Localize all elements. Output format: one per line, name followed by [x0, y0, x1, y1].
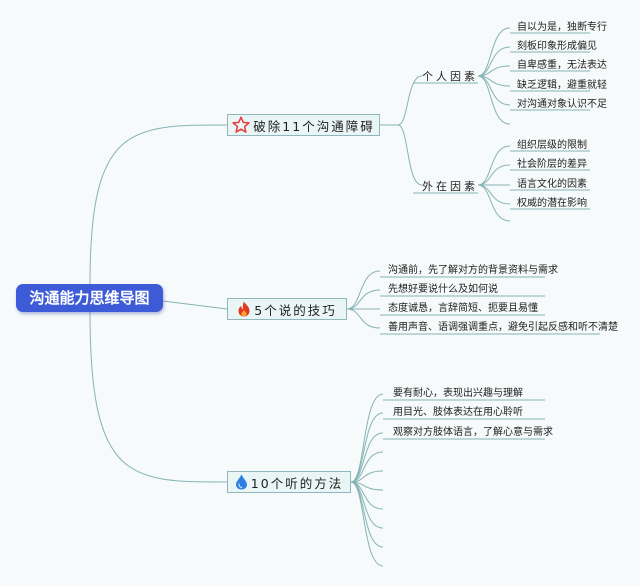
link-leaf — [477, 75, 511, 125]
link-leaf — [346, 308, 381, 329]
leaf-item[interactable]: 权威的潜在影响 — [517, 198, 587, 209]
link-leaf — [477, 184, 511, 222]
leaf-item[interactable]: 刻板印象形成偏见 — [517, 41, 597, 52]
leaf-item[interactable]: 对沟通对象认识不足 — [517, 99, 607, 110]
leaf-item[interactable]: 善用声音、语调强调重点，避免引起反感和听不清楚 — [388, 322, 618, 333]
branch-label: 破除11个沟通障碍 — [253, 118, 375, 134]
leaf-item[interactable]: 要有耐心，表现出兴趣与理解 — [393, 388, 523, 399]
link-branch-sub — [397, 124, 423, 186]
link-leaf — [477, 75, 511, 106]
leaf-item[interactable]: 先想好要说什么及如何说 — [388, 284, 498, 295]
root-node[interactable]: 沟通能力思维导图 — [16, 284, 163, 312]
link-leaf — [346, 289, 381, 310]
branch-speaking[interactable]: 5个说的技巧 — [227, 298, 347, 320]
link-leaf — [477, 46, 511, 77]
leaf-item[interactable]: 语言文化的因素 — [517, 179, 587, 190]
link-root-branch — [89, 311, 228, 483]
link-root-branch — [89, 124, 228, 285]
link-leaf — [350, 481, 384, 529]
leaf-item[interactable]: 沟通前，先了解对方的背景资料与需求 — [388, 265, 558, 276]
link-leaf — [477, 65, 511, 77]
fire-icon — [238, 301, 250, 317]
star-outline-icon — [232, 116, 250, 133]
leaf-item[interactable]: 社会阶层的差异 — [517, 159, 587, 170]
link-leaf — [477, 27, 511, 77]
subtopic-personal-factors[interactable]: 个人因素 — [422, 70, 478, 83]
water-drop-icon — [235, 474, 247, 490]
link-leaf — [477, 164, 511, 186]
leaf-item[interactable]: 缺乏逻辑，避重就轻 — [517, 80, 607, 91]
leaf-item[interactable]: 观察对方肢体语言，了解心意与需求 — [393, 427, 553, 438]
branch-label: 10个听的方法 — [250, 475, 344, 491]
link-root-branch — [162, 300, 228, 310]
subtopic-external-factors[interactable]: 外在因素 — [422, 180, 478, 193]
link-branch-sub — [397, 75, 423, 126]
leaf-item[interactable]: 自以为是，独断专行 — [517, 22, 607, 33]
branch-listening[interactable]: 10个听的方法 — [227, 471, 351, 493]
leaf-item[interactable]: 组织层级的限制 — [517, 140, 587, 151]
leaf-item[interactable]: 用目光、肢体表达在用心聆听 — [393, 407, 523, 418]
leaf-item[interactable]: 自卑感重，无法表达 — [517, 60, 607, 71]
link-leaf — [350, 481, 384, 567]
leaf-item[interactable]: 态度诚恳，言辞简短、扼要且易懂 — [388, 303, 538, 314]
link-leaf — [477, 184, 511, 205]
link-leaf — [346, 270, 381, 310]
branch-barriers[interactable]: 破除11个沟通障碍 — [227, 114, 380, 136]
link-leaf — [350, 393, 384, 483]
branch-label: 5个说的技巧 — [254, 302, 337, 318]
link-leaf — [477, 145, 511, 186]
link-leaf — [350, 470, 384, 483]
link-leaf — [350, 412, 384, 483]
